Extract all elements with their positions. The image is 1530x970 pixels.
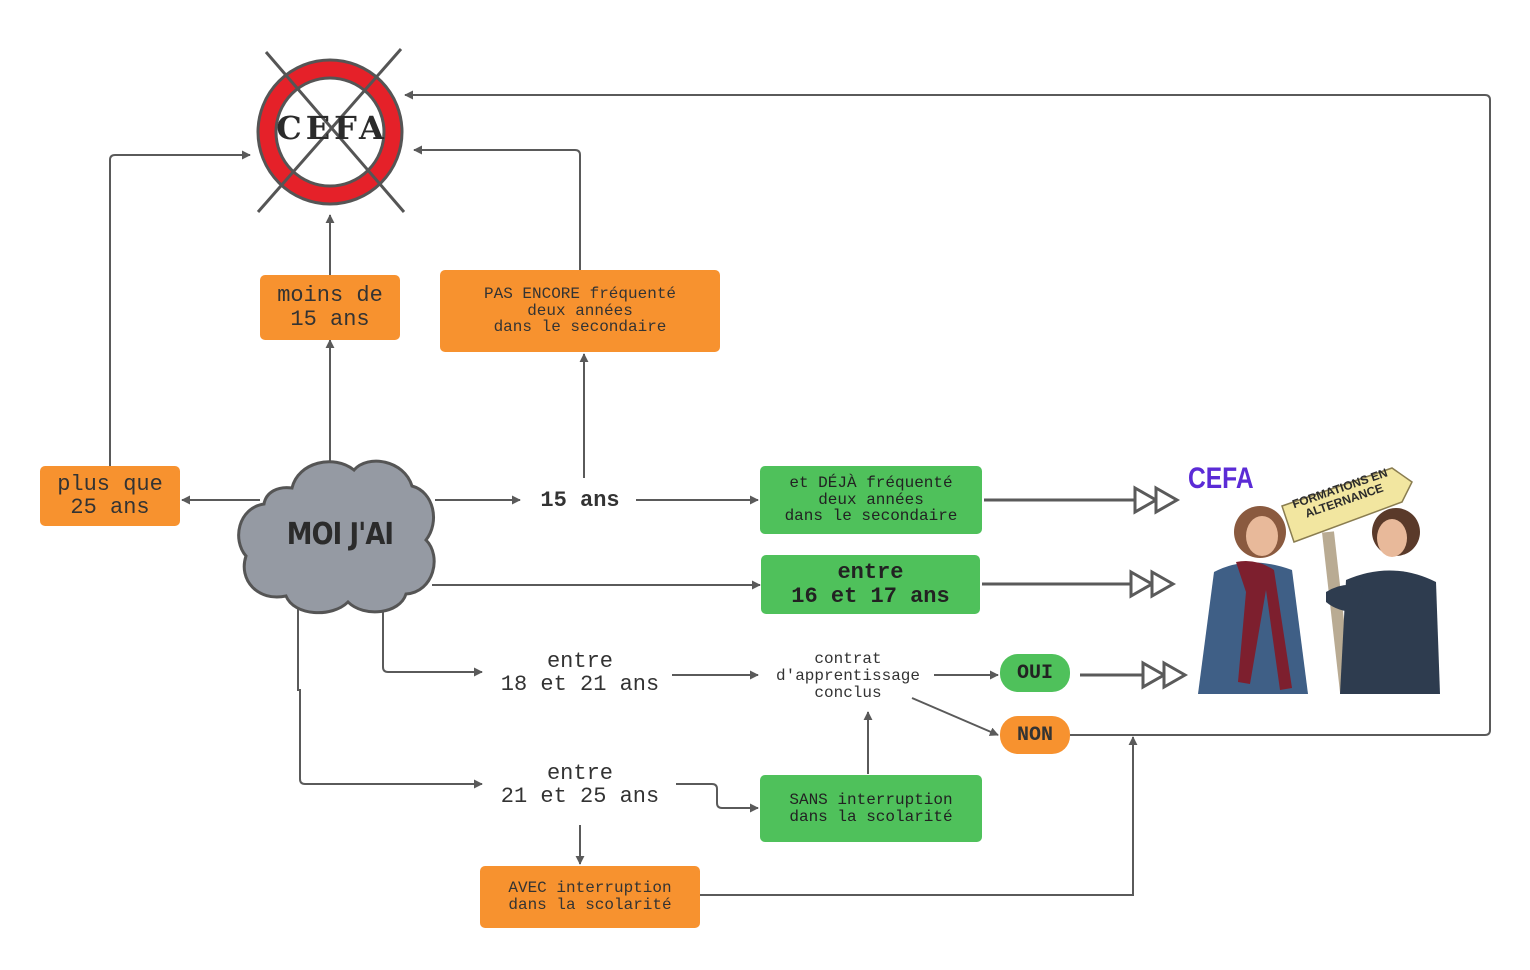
logo-text: CEFA	[276, 109, 388, 147]
node-entre-18-et-21-ans: entre 18 et 21 ans	[500, 649, 660, 698]
node-contrat-apprentissage: contrat d'apprentissage conclus	[775, 650, 921, 702]
cloud-shape-icon	[237, 459, 436, 615]
edge-plus25-to-logo	[109, 150, 251, 466]
edge-cloud-to-1821	[382, 610, 483, 677]
promo-brand-text: CEFA	[1188, 462, 1254, 495]
node-oui: OUI	[1000, 654, 1070, 692]
edge-cloud-to-2125	[297, 605, 483, 789]
node-plus-que-25-ans: plus que 25 ans	[40, 466, 180, 526]
edge-non-to-logo	[404, 90, 1491, 736]
node-pas-encore: PAS ENCORE fréquenté deux années dans le…	[440, 270, 720, 352]
node-deja-frequente: et DÉJÀ fréquenté deux années dans le se…	[760, 466, 982, 534]
cefa-promo-photo	[1196, 462, 1444, 694]
edge-pasencore-to-logo	[413, 145, 581, 270]
edge-avec-to-non-line	[700, 736, 1138, 896]
edge-2125-to-sans	[676, 783, 759, 813]
promo-illustration-icon	[1198, 467, 1440, 694]
node-moins-de-15-ans: moins de 15 ans	[260, 275, 400, 340]
node-sans-interruption: SANS interruption dans la scolarité	[760, 775, 982, 842]
edge-contrat-to-non	[911, 697, 999, 736]
node-entre-21-et-25-ans: entre 21 et 25 ans	[500, 761, 660, 810]
node-entre-16-et-17-ans: entre 16 et 17 ans	[761, 555, 980, 614]
cefa-forbidden-logo-icon	[256, 48, 406, 213]
cloud-label: MOI J'AI	[286, 517, 394, 552]
double-arrow-icons	[982, 485, 1189, 690]
node-15-ans: 15 ans	[540, 488, 620, 513]
node-avec-interruption: AVEC interruption dans la scolarité	[480, 866, 700, 928]
node-non: NON	[1000, 716, 1070, 754]
